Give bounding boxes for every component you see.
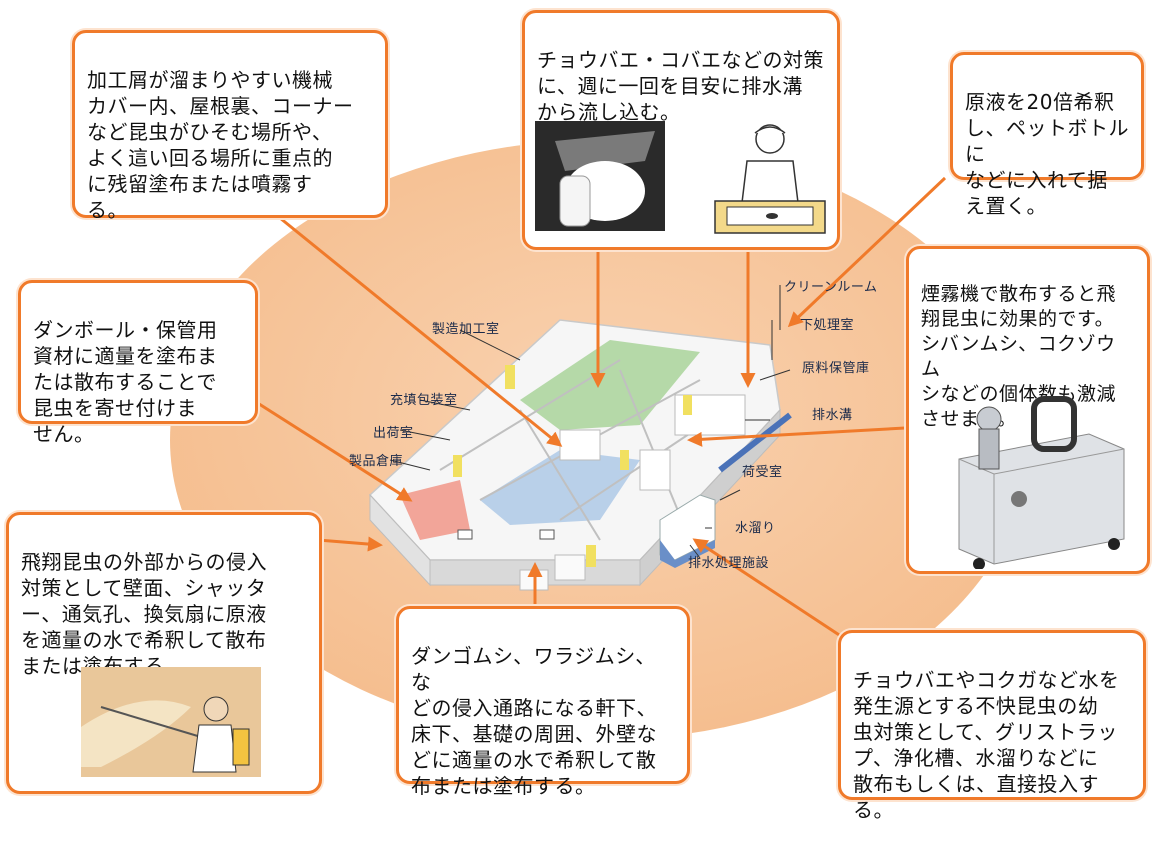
room-label-puddle: 水溜り — [735, 521, 776, 536]
sprayer-illustration — [81, 667, 261, 777]
pointer-arrows — [255, 176, 947, 652]
room-label-clean-room: クリーンルーム — [784, 280, 878, 295]
callout-cardboard: ダンボール・保管用 資材に適量を塗布ま たは散布することで 昆虫を寄せ付けま せ… — [18, 280, 258, 446]
callout-ground-pests-text: ダンゴムシ、ワラジムシ、な どの侵入通路になる軒下、 床下、基礎の周囲、外壁な … — [411, 644, 657, 798]
callout-ground-pests: ダンゴムシ、ワラジムシ、な どの侵入通路になる軒下、 床下、基礎の周囲、外壁な … — [396, 606, 690, 798]
callout-water-larvae-text: チョウバエやコクガなど水を 発生源とする不快昆虫の幼 虫対策として、グリストラッ… — [853, 668, 1120, 822]
room-label-shipping: 出荷室 — [373, 426, 414, 441]
room-label-raw-material: 原料保管庫 — [802, 361, 870, 376]
callout-outdoor-entry-text: 飛翔昆虫の外部からの侵入 対策として壁面、シャッタ ー、通気孔、換気扇に原液 を… — [21, 550, 267, 678]
fogger-machine-illustration — [958, 396, 1125, 569]
label-leaders — [389, 285, 791, 559]
callout-drain-flush-text: チョウバエ・コバエなどの対策 に、週に一回を目安に排水溝 から流し込む。 — [537, 48, 824, 124]
callout-fogger: 煙霧機で散布すると飛 翔昆虫に効果的です。 シバンムシ、コクゾウム シなどの個体… — [906, 246, 1150, 574]
callout-outdoor-entry: 飛翔昆虫の外部からの侵入 対策として壁面、シャッタ ー、通気孔、換気扇に原液 を… — [6, 512, 322, 794]
room-label-product-store: 製品倉庫 — [349, 454, 404, 469]
room-label-drain: 排水溝 — [812, 408, 853, 423]
callout-machine-cover: 加工屑が溜まりやすい機械 カバー内、屋根裏、コーナー など昆虫がひそむ場所や、 … — [72, 30, 388, 222]
diagram-stage: クリーンルーム 下処理室 製造加工室 原料保管庫 充填包装室 排水溝 出荷室 製… — [6, 10, 1150, 822]
drain-illustration — [535, 121, 826, 234]
callout-machine-cover-text: 加工屑が溜まりやすい機械 カバー内、屋根裏、コーナー など昆虫がひそむ場所や、 … — [87, 68, 354, 222]
callout-cardboard-text: ダンボール・保管用 資材に適量を塗布ま たは散布することで 昆虫を寄せ付けま せ… — [33, 318, 218, 446]
callout-drain-flush: チョウバエ・コバエなどの対策 に、週に一回を目安に排水溝 から流し込む。 — [522, 10, 840, 250]
callout-water-larvae: チョウバエやコクガなど水を 発生源とする不快昆虫の幼 虫対策として、グリストラッ… — [838, 630, 1146, 822]
room-label-pretreatment: 下処理室 — [800, 318, 855, 333]
room-label-packing: 充填包装室 — [390, 393, 458, 408]
room-label-receiving: 荷受室 — [742, 465, 783, 480]
callout-dilute-20x-text: 原液を20倍希釈 し、ペットボトルに などに入れて据 え置く。 — [965, 90, 1129, 218]
callout-dilute-20x: 原液を20倍希釈 し、ペットボトルに などに入れて据 え置く。 — [950, 52, 1144, 218]
room-label-wastewater: 排水処理施設 — [688, 556, 770, 571]
room-label-manufacturing: 製造加工室 — [432, 322, 500, 337]
diagram-graphic — [170, 140, 1030, 740]
